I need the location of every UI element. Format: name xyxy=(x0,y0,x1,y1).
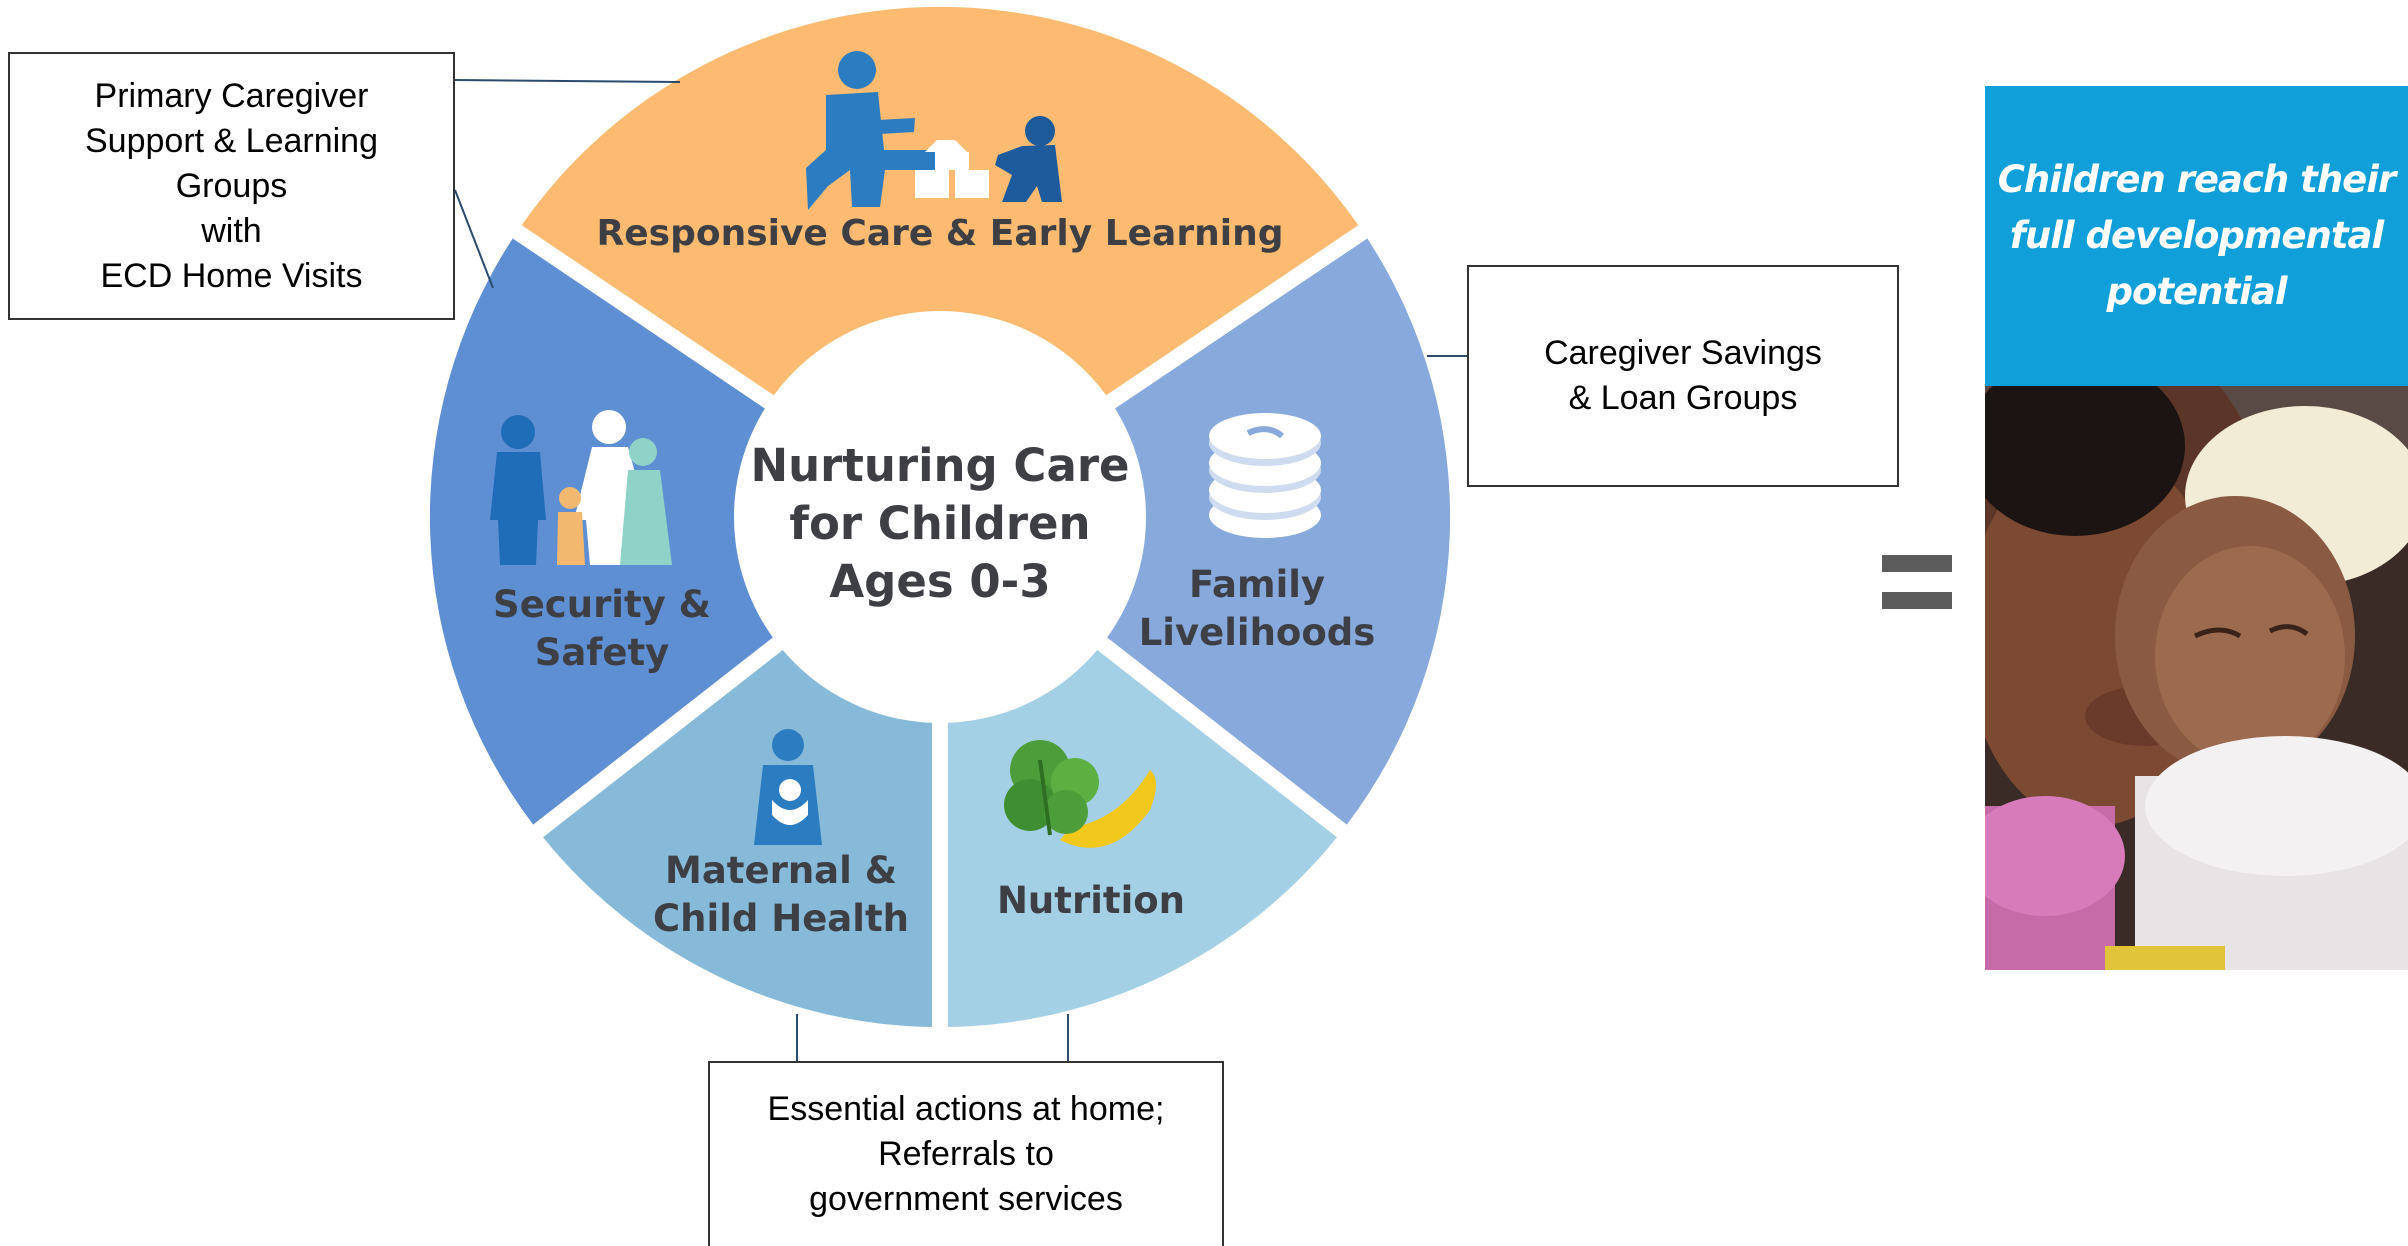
segment-label-maternal-child-health: Maternal & Child Health xyxy=(653,849,909,940)
banner-line: Children reach their xyxy=(1997,158,2396,201)
center-title-line: Nurturing Care xyxy=(750,439,1129,492)
callout-line: with xyxy=(201,211,262,250)
center-title-line: Ages 0-3 xyxy=(829,555,1050,608)
segment-label-responsive-care: Responsive Care & Early Learning xyxy=(597,213,1284,254)
callout-line: ECD Home Visits xyxy=(100,256,363,295)
callout-line: Groups xyxy=(175,166,288,205)
callout-line: Referrals to xyxy=(878,1135,1054,1173)
banner-line: full developmental xyxy=(2009,214,2384,257)
callout-line: Primary Caregiver xyxy=(94,76,369,115)
segment-label-line: Security & xyxy=(493,583,711,626)
callout-line: & Loan Groups xyxy=(1568,379,1798,417)
segment-label-nutrition: Nutrition xyxy=(997,879,1185,922)
connector-primary-top xyxy=(454,79,681,83)
segment-label-security-safety: Security & Safety xyxy=(493,583,711,674)
callout-line: Essential actions at home; xyxy=(767,1090,1165,1128)
callout-line: Caregiver Savings xyxy=(1544,334,1822,372)
segment-responsive-care xyxy=(521,6,1359,399)
callout-line: government services xyxy=(809,1180,1123,1218)
mother-kissing-baby-photo xyxy=(1985,386,2408,970)
segment-label-line: Responsive Care & Early Learning xyxy=(597,213,1284,254)
segment-label-line: Family xyxy=(1189,563,1325,606)
outcome-panel: Children reach their full developmental … xyxy=(1985,86,2408,970)
segment-label-line: Nutrition xyxy=(997,879,1185,922)
center-title-line: for Children xyxy=(789,497,1090,550)
segment-label-line: Child Health xyxy=(653,897,909,940)
segment-maternal-child-health xyxy=(543,646,932,1027)
connector-primary-side xyxy=(454,189,494,289)
parent-child-blocks-icon xyxy=(806,51,1062,210)
mother-baby-icon xyxy=(754,729,822,845)
callout-essential-actions: Essential actions at home; Referrals to … xyxy=(708,1061,1224,1246)
banner-line: potential xyxy=(2106,270,2287,313)
family-icon xyxy=(490,410,672,565)
equals-icon xyxy=(1882,555,1952,609)
coins-icon xyxy=(1209,413,1321,538)
callout-savings-loan: Caregiver Savings & Loan Groups xyxy=(1467,265,1899,487)
outcome-banner: Children reach their full developmental … xyxy=(1985,86,2408,386)
center-circle xyxy=(734,311,1146,723)
segment-label-line: Livelihoods xyxy=(1139,611,1376,654)
segment-label-line: Maternal & xyxy=(665,849,897,892)
callout-primary-caregiver: Primary Caregiver Support & Learning Gro… xyxy=(8,52,455,320)
segment-label-line: Safety xyxy=(535,631,670,674)
vegetables-banana-icon xyxy=(1004,740,1156,848)
callout-line: Support & Learning xyxy=(85,121,378,160)
